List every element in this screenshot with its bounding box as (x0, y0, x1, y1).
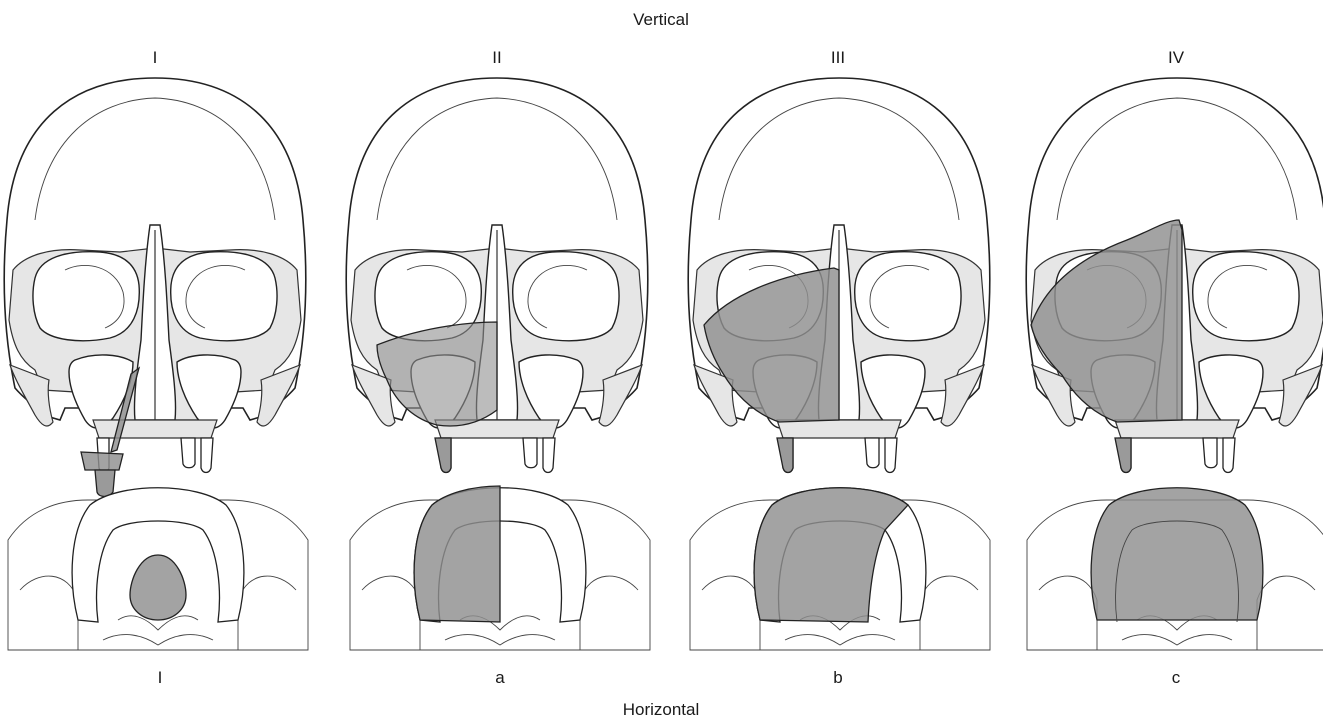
defect-tooth-4 (1115, 438, 1131, 473)
palate-class-1 (8, 488, 308, 650)
palate-class-a (350, 486, 650, 650)
palate-class-c (1027, 488, 1323, 650)
defect-tooth-1 (95, 470, 115, 497)
skull-class-3 (688, 78, 990, 473)
palatal-defect-b (754, 488, 908, 622)
palatal-defect-1 (130, 555, 186, 620)
palate-class-b (690, 488, 990, 650)
skull-class-1 (4, 78, 306, 497)
defect-tooth-3 (777, 438, 793, 473)
palatal-defect-a (414, 486, 500, 622)
skull-class-2 (346, 78, 648, 473)
defect-region-1b (81, 452, 123, 470)
defect-tooth-2 (435, 438, 451, 473)
palatal-defect-c (1091, 488, 1263, 620)
skull-class-4 (1026, 78, 1323, 473)
